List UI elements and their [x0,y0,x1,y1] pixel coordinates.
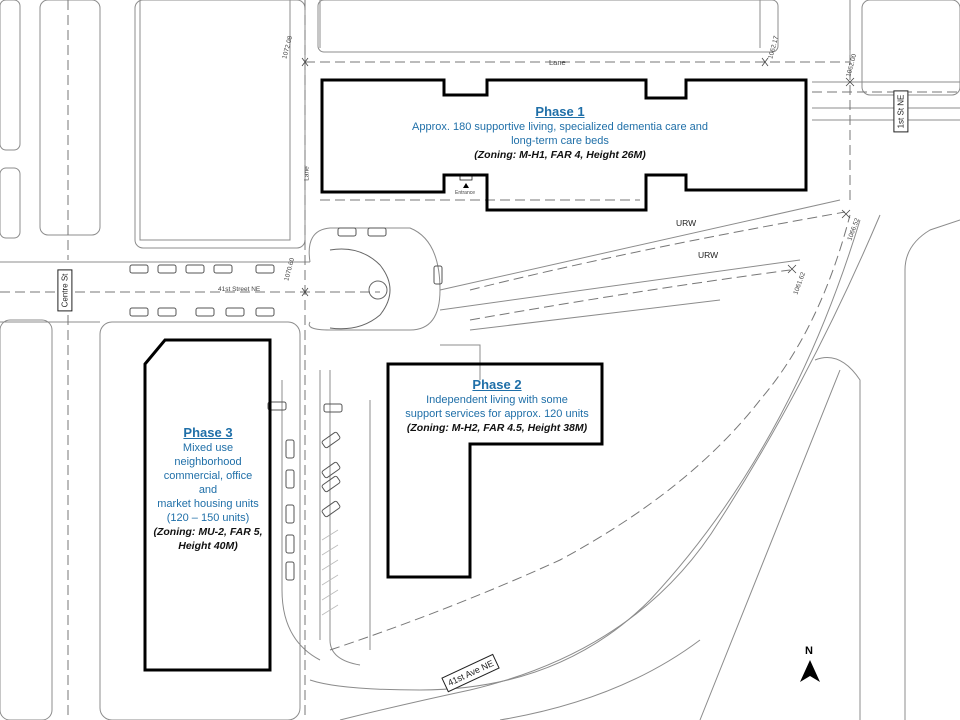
cul-de-sac [329,248,391,330]
lane-label-top: Lane [549,58,566,67]
phase3-label: Phase 3 Mixed use neighborhood commercia… [147,424,269,553]
phase3-building-outline [143,338,272,672]
parked-cars [129,227,443,581]
phase2-zoning: (Zoning: M-H2, FAR 4.5, Height 38M) [406,422,588,434]
urw-label: URW [676,218,697,228]
lane-label-side: Lane [303,166,311,181]
phase3-description-line: commercial, office [163,470,253,482]
north-label: N [805,645,813,657]
phase1-label: Phase 1 Approx. 180 supportive living, s… [400,103,720,162]
phase1-description-line2: long-term care beds [511,135,609,147]
road-label-1st-st-ne: 1st St NE [893,90,909,133]
entrance-marker [459,175,473,188]
phase1-zoning: (Zoning: M-H1, FAR 4, Height 26M) [474,149,646,161]
phase3-zoning-line2: Height 40M) [178,540,238,552]
phase1-building-outline [320,78,808,212]
north-arrow [800,660,820,682]
phase1-title: Phase 1 [535,104,585,119]
phase2-title: Phase 2 [472,377,522,392]
phase1-description-line1: Approx. 180 supportive living, specializ… [412,121,708,133]
phase2-label: Phase 2 Independent living with some sup… [392,376,602,435]
elevation-markers [301,57,855,297]
phase3-description-line: market housing units [157,498,259,510]
phase2-description-line2: support services for approx. 120 units [405,408,589,420]
parking-hatch [321,529,339,616]
phase3-title: Phase 3 [183,425,233,440]
phase3-zoning-line1: (Zoning: MU-2, FAR 5, [153,526,263,538]
phase2-description-line1: Independent living with some [426,394,568,406]
phase2-building-outline [386,362,604,579]
phase3-description-line: neighborhood [174,456,242,468]
street-label-41st-street: 41st Street NE [218,286,261,293]
entrance-label: Entrance [455,190,476,196]
urw-label: URW [698,250,719,260]
phase3-description-line: Mixed use [182,442,234,454]
phase3-description-line: (120 – 150 units) [166,512,250,524]
road-label-centre-st: Centre St [57,269,73,312]
phase3-description-line: and [198,484,218,496]
